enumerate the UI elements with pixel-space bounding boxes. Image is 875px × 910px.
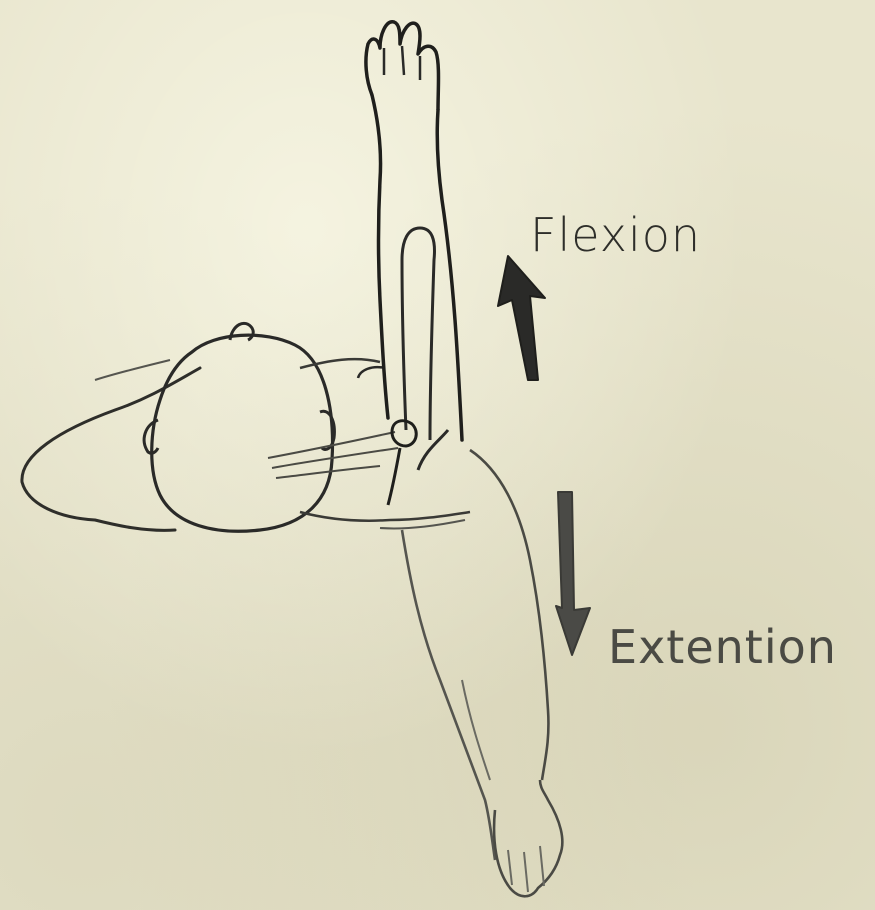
raised-hand-fingers bbox=[384, 46, 420, 80]
lower-shoulder bbox=[300, 512, 470, 521]
head-outline bbox=[152, 335, 333, 531]
raised-arm-left-edge bbox=[372, 95, 388, 418]
raised-arm-right-edge bbox=[437, 110, 462, 440]
elbow bbox=[392, 421, 416, 446]
lowered-arm-left-edge bbox=[402, 530, 495, 860]
lowered-hand-fingers bbox=[508, 846, 544, 892]
shoulder-curve bbox=[358, 367, 385, 378]
lowered-hand bbox=[494, 780, 562, 896]
extention-arrow bbox=[556, 492, 590, 655]
raised-arm-inner bbox=[402, 228, 434, 440]
torso-back-contour bbox=[95, 360, 170, 380]
lowered-arm-right-edge bbox=[470, 450, 548, 780]
torso-outline bbox=[22, 368, 200, 530]
raised-arm-inner-2 bbox=[418, 430, 448, 470]
flexion-arrow bbox=[498, 256, 545, 380]
extention-label: Extention bbox=[608, 620, 837, 674]
elbow-tail bbox=[388, 448, 400, 505]
flexion-label: Flexion bbox=[530, 208, 701, 262]
lowered-arm-inner bbox=[462, 680, 490, 780]
lower-shoulder-2 bbox=[380, 520, 465, 528]
